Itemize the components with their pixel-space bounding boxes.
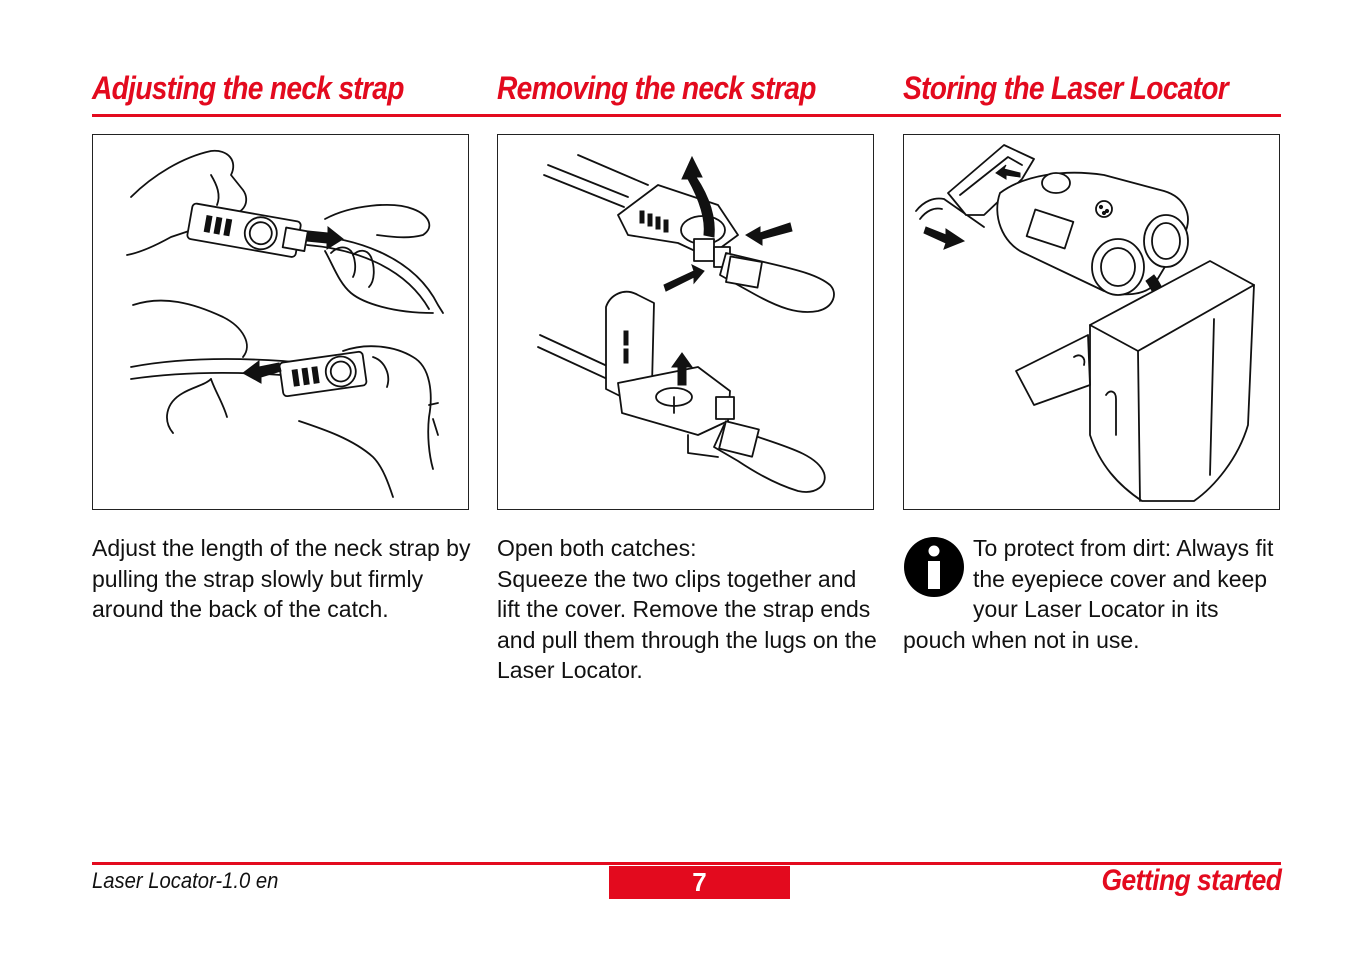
footer-section-title: Getting started <box>1101 864 1281 897</box>
text-storing-instructions: To protect from dirt: Always fit the eye… <box>903 533 1283 655</box>
heading-adjusting-neck-strap: Adjusting the neck strap <box>92 70 404 106</box>
info-icon <box>903 536 965 598</box>
illustration-remove-strap <box>537 154 835 493</box>
column-adjusting: Adjusting the neck strap <box>92 66 469 110</box>
text-removing-body: Squeeze the two clips together and lift … <box>497 565 877 684</box>
column-removing: Removing the neck strap <box>497 66 874 110</box>
figure-removing-strap <box>497 134 874 510</box>
page-number: 7 <box>609 866 790 899</box>
text-removing-instructions: Open both catches: Squeeze the two clips… <box>497 533 877 686</box>
text-storing-body: To protect from dirt: Always fit the eye… <box>903 535 1274 653</box>
heading-storing-laser-locator: Storing the Laser Locator <box>903 70 1229 106</box>
text-removing-line1: Open both catches: <box>497 535 697 561</box>
figure-storing-locator <box>903 134 1280 510</box>
heading-removing-neck-strap: Removing the neck strap <box>497 70 816 106</box>
header-rule <box>92 114 1281 117</box>
illustration-adjust-strap <box>126 149 444 498</box>
footer-rule <box>92 862 1281 865</box>
column-storing: Storing the Laser Locator <box>903 66 1280 110</box>
illustration-store-locator <box>915 144 1255 502</box>
text-adjusting-instructions: Adjust the length of the neck strap by p… <box>92 535 471 623</box>
footer-document-name: Laser Locator-1.0 en <box>92 868 279 893</box>
figure-adjusting-strap <box>92 134 469 510</box>
